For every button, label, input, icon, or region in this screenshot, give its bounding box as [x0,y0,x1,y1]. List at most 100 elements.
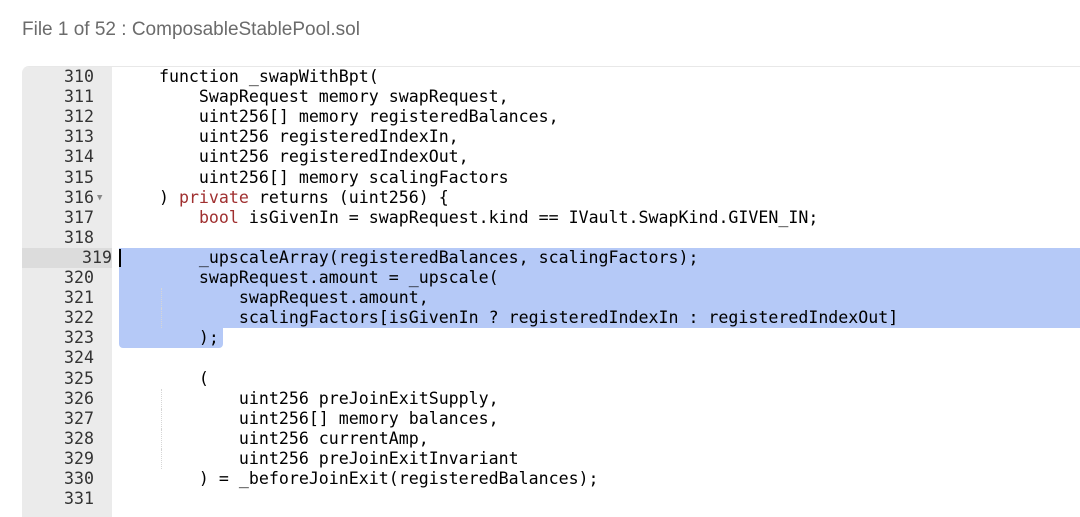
code-token: uint256 preJoinExitSupply, [119,388,499,408]
code-line[interactable]: 312 uint256[] memory registeredBalances, [22,107,1080,127]
code-line[interactable]: 315 uint256[] memory scalingFactors [22,168,1080,188]
selection-highlight [119,328,223,349]
code-text: uint256 registeredIndexIn, [119,127,459,147]
line-number-text: 310 [64,67,94,86]
line-number: 316 [22,188,94,208]
selection-highlight [119,288,1080,309]
code-text: uint256 currentAmp, [119,429,429,449]
code-token: uint256 preJoinExitInvariant [119,448,519,468]
selection-highlight [119,308,1080,329]
line-number: 326 [22,389,94,409]
code-line[interactable]: 314 uint256 registeredIndexOut, [22,147,1080,167]
code-line[interactable]: 326 uint256 preJoinExitSupply, [22,388,1080,409]
line-number: 330 [22,469,94,489]
line-number-text: 317 [64,207,94,227]
line-number-text: 320 [64,268,94,287]
line-number: 320 [22,268,94,288]
line-number: 331 [22,489,94,509]
code-token: uint256[] memory registeredBalances, [119,107,559,127]
code-token: ( [119,368,209,388]
code-line[interactable]: 327 uint256[] memory balances, [22,408,1080,429]
code-line[interactable]: 329 uint256 preJoinExitInvariant [22,448,1080,469]
code-line[interactable]: 324 [22,348,1080,368]
indent-guide [161,388,162,409]
code-editor[interactable]: 310 function _swapWithBpt(311 SwapReques… [22,66,1080,517]
code-token: swapRequest.amount = _upscale( [119,268,499,287]
line-number-text: 325 [64,368,94,388]
line-number-text: 313 [64,127,94,147]
text-cursor [119,248,121,267]
line-number-text: 318 [64,227,94,247]
indent-guide [161,448,162,469]
indent-guide [161,408,162,429]
code-line[interactable]: 328 uint256 currentAmp, [22,428,1080,449]
code-token: _upscaleArray(registeredBalances, scalin… [119,247,699,267]
line-number-text: 330 [64,469,94,488]
code-text: ( [119,369,209,389]
code-token: function _swapWithBpt( [119,67,379,86]
code-line[interactable]: 311 SwapRequest memory swapRequest, [22,87,1080,107]
code-line[interactable]: 317 bool isGivenIn = swapRequest.kind ==… [22,208,1080,228]
code-line[interactable]: 330 ) = _beforeJoinExit(registeredBalanc… [22,469,1080,489]
code-text: uint256[] memory balances, [119,409,499,429]
line-number-text: 314 [64,147,94,167]
line-number-text: 312 [64,107,94,127]
fold-arrow-icon[interactable]: ▼ [97,192,103,203]
line-number: 318 [22,228,94,248]
line-number-text: 315 [64,167,94,187]
code-line[interactable]: 331 [22,489,1080,509]
file-title: File 1 of 52 : ComposableStablePool.sol [22,19,360,40]
code-token: isGivenIn = swapRequest.kind == IVault.S… [238,207,819,227]
code-line[interactable]: 325 ( [22,369,1080,389]
line-number: 322 [22,308,94,328]
code-line[interactable]: 313 uint256 registeredIndexIn, [22,127,1080,147]
line-number: 310 [22,67,94,87]
line-number-text: 311 [64,87,94,107]
line-number: 324 [22,348,94,368]
code-token: uint256 registeredIndexIn, [119,127,459,147]
code-text: bool isGivenIn = swapRequest.kind == IVa… [119,208,818,228]
code-token: uint256 currentAmp, [119,428,429,448]
line-number-text: 329 [64,448,94,468]
line-number: 323 [22,328,94,348]
code-line[interactable]: 321 swapRequest.amount, [22,288,1080,309]
code-token: uint256 registeredIndexOut, [119,147,469,167]
line-number: 315 [22,168,94,188]
selection-highlight [119,247,1080,268]
code-text: uint256[] memory registeredBalances, [119,107,559,127]
line-number: 317 [22,208,94,228]
keyword-token: bool [198,207,239,227]
keyword-token: private [178,187,249,207]
code-line[interactable]: 319 _upscaleArray(registeredBalances, sc… [22,247,1080,268]
code-text: swapRequest.amount, [119,288,429,308]
line-number: 312 [22,107,94,127]
line-number: 313 [22,127,94,147]
line-number: 314 [22,147,94,167]
line-number: 329 [22,449,94,469]
code-token: swapRequest.amount, [119,288,429,308]
line-number-gutter [22,67,112,517]
line-number-text: 322 [64,308,94,328]
line-number: 325 [22,369,94,389]
line-number-text: 323 [64,328,94,348]
code-line[interactable]: 323 ); [22,328,1080,349]
code-line[interactable]: 320 swapRequest.amount = _upscale( [22,268,1080,289]
line-number: 319 [22,247,112,268]
line-number-text: 321 [64,288,94,308]
code-line[interactable]: 318 [22,228,1080,248]
code-line[interactable]: 316▼ ) private returns (uint256) { [22,188,1080,208]
code-text: ) = _beforeJoinExit(registeredBalances); [119,469,599,489]
code-token: ) [119,187,179,207]
code-token [119,208,199,227]
indent-guide [161,428,162,449]
code-text: ) private returns (uint256) { [119,188,449,208]
line-number-text: 331 [64,489,94,509]
line-number-text: 328 [64,428,94,448]
code-token: ) = _beforeJoinExit(registeredBalances); [119,469,599,488]
code-line[interactable]: 310 function _swapWithBpt( [22,67,1080,87]
code-text: function _swapWithBpt( [119,67,379,87]
code-line[interactable]: 322 scalingFactors[isGivenIn ? registere… [22,308,1080,329]
code-text: uint256[] memory scalingFactors [119,168,509,188]
line-number-text: 319 [82,247,112,267]
code-token: scalingFactors[isGivenIn ? registeredInd… [119,308,899,328]
